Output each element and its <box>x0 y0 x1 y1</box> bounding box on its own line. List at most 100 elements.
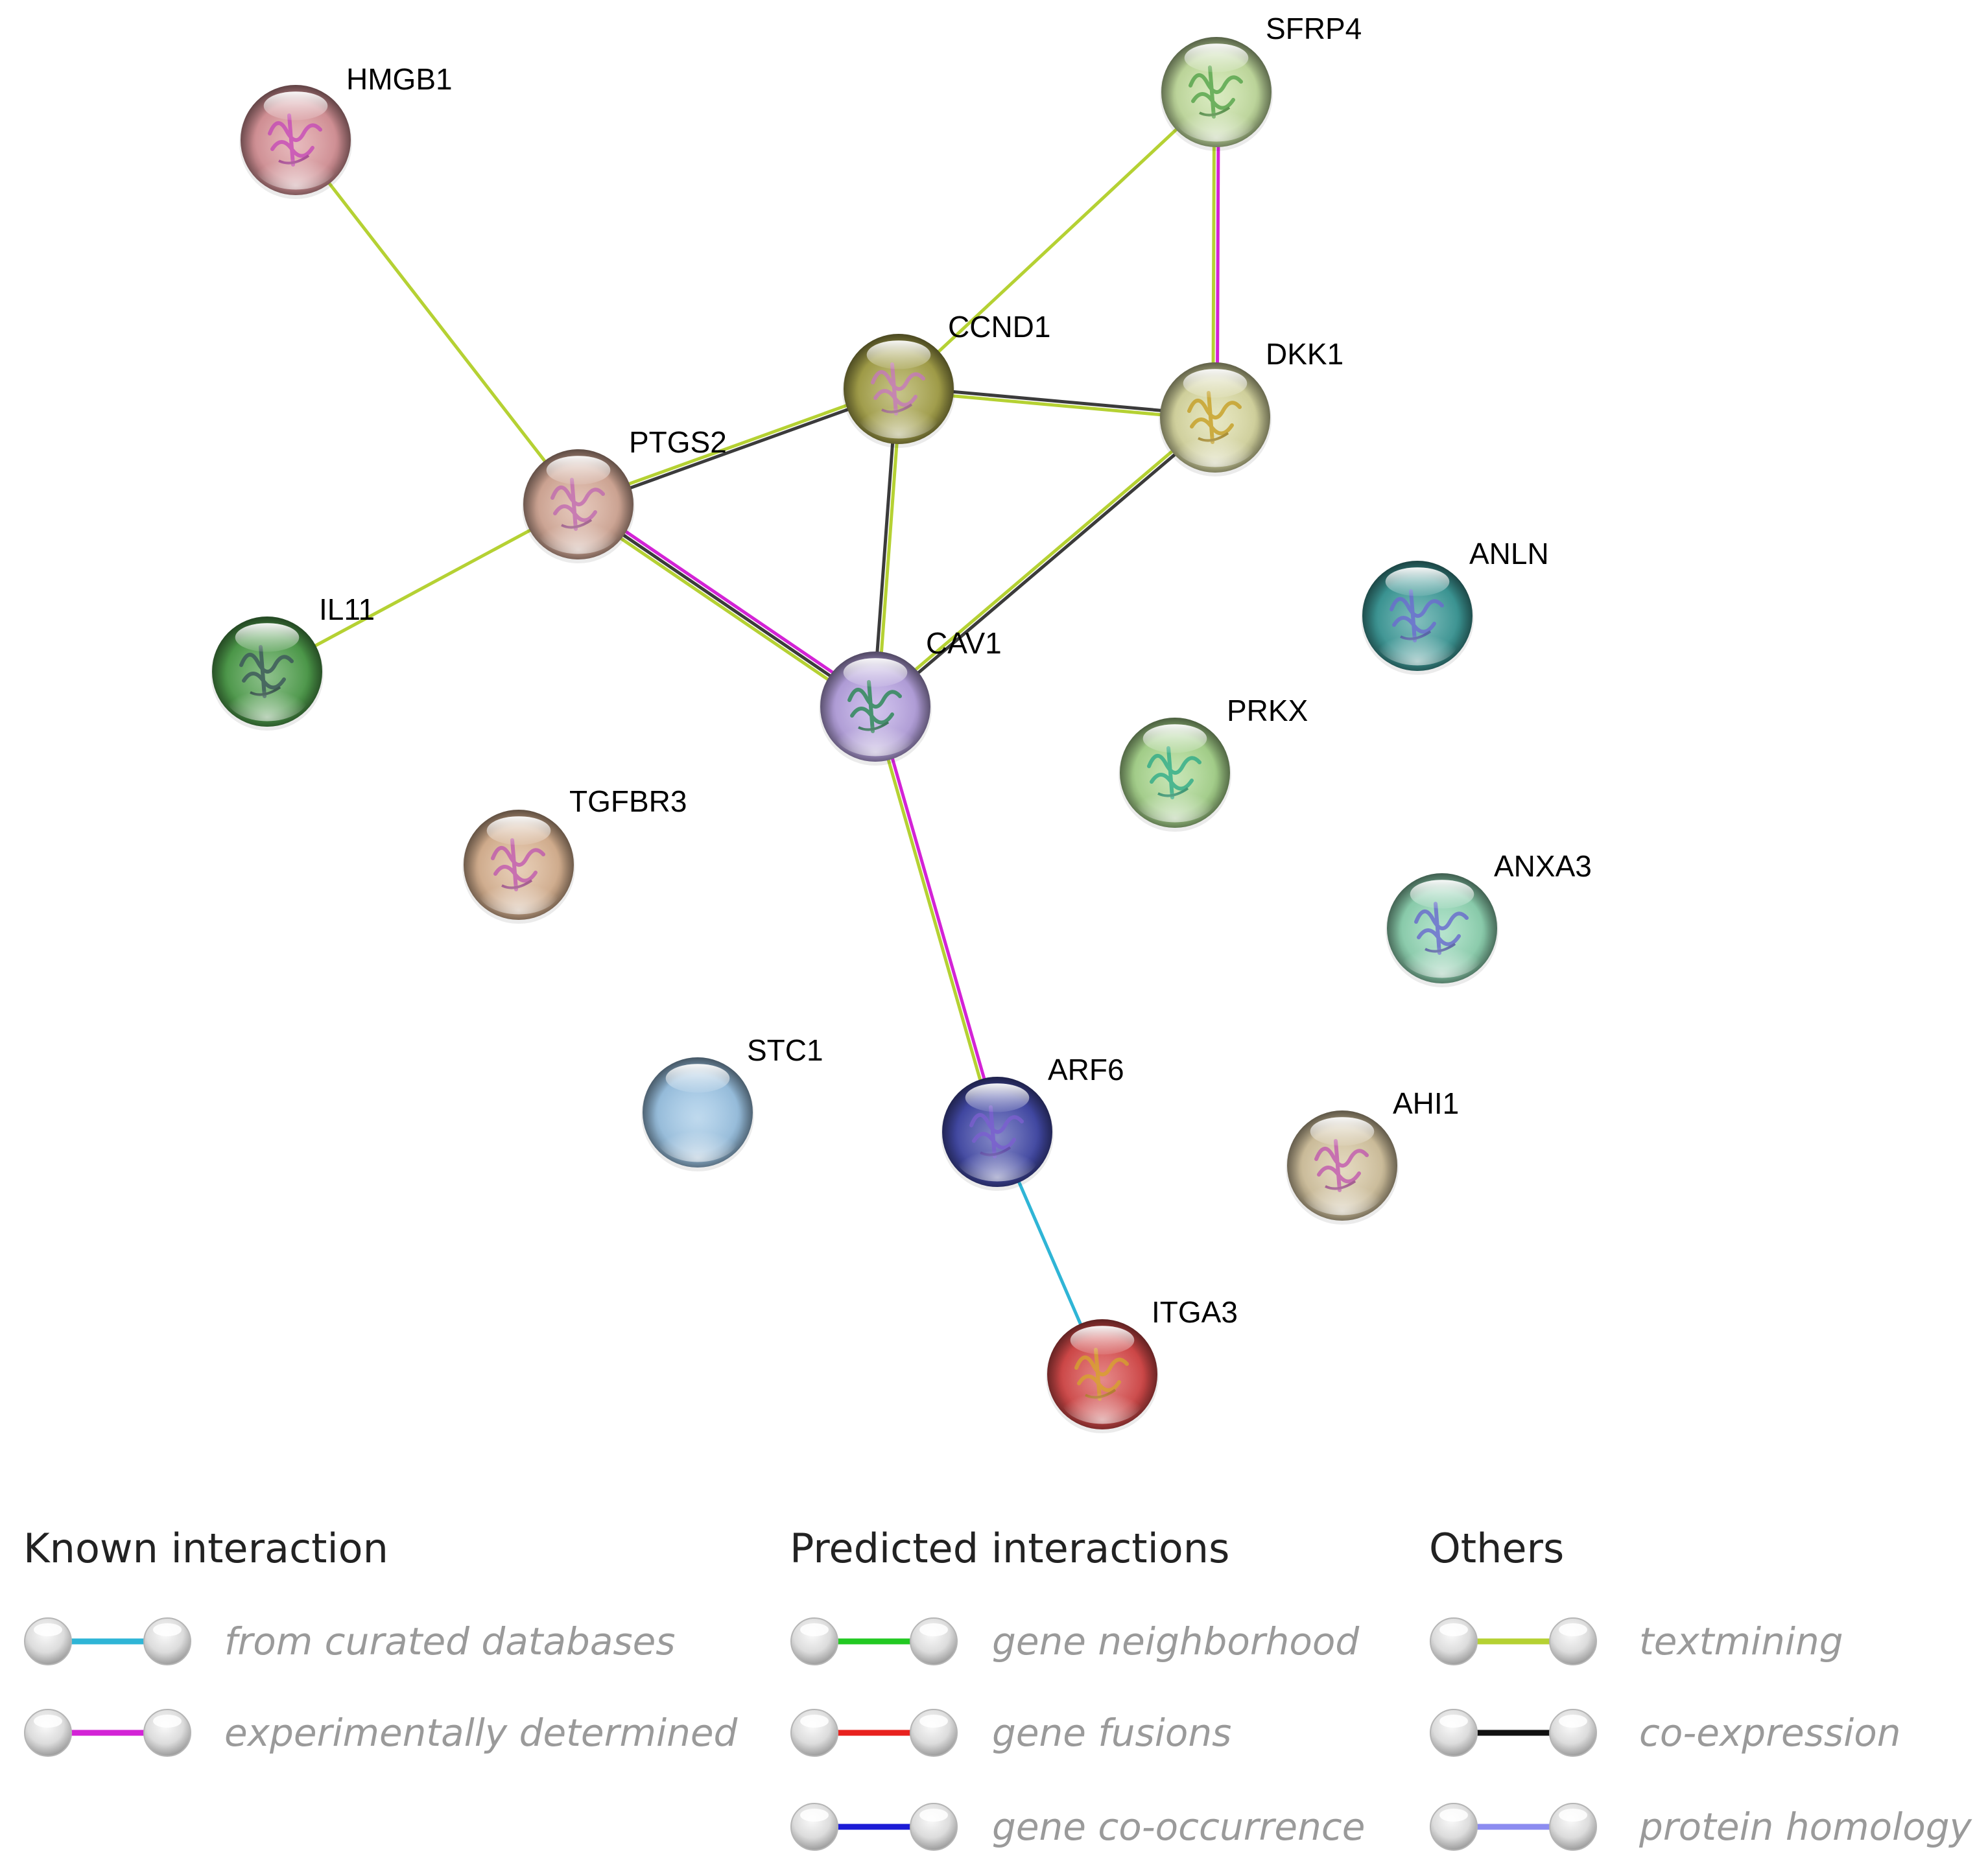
node-glow <box>1175 92 1258 142</box>
edge-strand-coexpression <box>576 502 877 709</box>
node-il11[interactable]: IL11 <box>211 593 375 731</box>
edge-strand-textmining <box>574 506 875 712</box>
node-stc1[interactable]: STC1 <box>641 1033 823 1171</box>
edge-dkk1-cav1[interactable] <box>872 414 1218 710</box>
legend-swatch <box>1430 1617 1597 1665</box>
node-itga3[interactable]: ITGA3 <box>1046 1295 1238 1433</box>
node-label-prkx: PRKX <box>1227 694 1308 727</box>
legend-ball-highlight <box>153 1623 182 1636</box>
node-label-ahi1: AHI1 <box>1393 1086 1459 1120</box>
legend-heading-others: Others <box>1429 1525 1564 1572</box>
edge-strand-textmining <box>265 502 580 674</box>
node-glow <box>1133 773 1216 823</box>
edge-hmgb1-ptgs2[interactable] <box>294 138 580 506</box>
node-dkk1[interactable]: DKK1 <box>1159 337 1343 476</box>
edge-ptgs2-cav1[interactable] <box>574 499 880 712</box>
edge-strand-textmining <box>872 414 1216 707</box>
legend-ball-highlight <box>800 1623 829 1636</box>
edge-strand-textmining <box>871 705 997 1134</box>
edge-strand-textmining <box>576 385 900 504</box>
node-highlight <box>486 816 551 845</box>
node-label-arf6: ARF6 <box>1048 1053 1124 1086</box>
legend-ball-highlight <box>153 1715 182 1728</box>
node-label-hmgb1: HMGB1 <box>346 62 453 96</box>
node-cav1[interactable]: CAV1 <box>819 626 1002 766</box>
legend-swatch <box>1430 1803 1597 1851</box>
edge-ptgs2-ccnd1[interactable] <box>576 385 901 508</box>
legend-label: gene neighborhood <box>992 1619 1360 1663</box>
node-glow <box>537 504 620 554</box>
legend-ball-highlight <box>34 1715 62 1728</box>
edge-ptgs2-il11[interactable] <box>265 502 580 674</box>
legend-ball-highlight <box>800 1809 829 1822</box>
legend-ball-highlight <box>919 1623 948 1636</box>
node-highlight <box>665 1064 730 1093</box>
edge-strand-textmining <box>294 138 580 506</box>
legend-label: co-expression <box>1639 1711 1900 1755</box>
legend-swatch <box>24 1617 191 1665</box>
legend: Known interaction from curated databases… <box>23 1525 1972 1851</box>
node-glow <box>656 1112 739 1162</box>
node-tgfbr3[interactable]: TGFBR3 <box>462 784 687 924</box>
node-glow <box>834 707 917 757</box>
node-highlight <box>263 91 328 121</box>
node-highlight <box>1183 369 1248 398</box>
legend-ball-highlight <box>919 1809 948 1822</box>
node-label-dkk1: DKK1 <box>1266 337 1343 371</box>
node-highlight <box>235 623 300 652</box>
node-arf6[interactable]: ARF6 <box>941 1053 1124 1191</box>
node-glow <box>1061 1374 1144 1424</box>
legend-heading-known: Known interaction <box>23 1525 388 1572</box>
legend-item-protein-homology: protein homology <box>1430 1803 1972 1851</box>
node-label-itga3: ITGA3 <box>1152 1295 1238 1329</box>
edge-cav1-arf6[interactable] <box>871 704 1001 1134</box>
node-label-il11: IL11 <box>319 593 375 626</box>
node-label-ptgs2: PTGS2 <box>629 425 727 459</box>
node-label-cav1: CAV1 <box>926 626 1002 660</box>
node-highlight <box>1184 43 1249 73</box>
legend-group-predicted: Predicted interactions gene neighborhood… <box>790 1525 1365 1851</box>
node-label-tgfbr3: TGFBR3 <box>569 784 687 818</box>
legend-label: gene fusions <box>992 1711 1231 1755</box>
edge-layer <box>265 90 1220 1376</box>
legend-swatch <box>790 1709 958 1757</box>
legend-label: textmining <box>1639 1619 1843 1663</box>
edge-strand-experimental <box>579 499 880 705</box>
legend-swatch <box>790 1803 958 1851</box>
legend-label: from curated databases <box>224 1619 676 1663</box>
legend-item-curated-databases: from curated databases <box>24 1617 676 1665</box>
node-label-anln: ANLN <box>1469 537 1549 570</box>
edge-strand-textmining <box>897 90 1218 391</box>
legend-item-co-expression: co-expression <box>1430 1709 1900 1757</box>
node-hmgb1[interactable]: HMGB1 <box>239 62 453 199</box>
node-highlight <box>1070 1326 1135 1355</box>
legend-ball-highlight <box>1559 1715 1587 1728</box>
node-highlight <box>546 456 611 485</box>
node-label-stc1: STC1 <box>747 1033 823 1067</box>
node-glow <box>226 672 309 722</box>
legend-label: protein homology <box>1639 1805 1972 1849</box>
legend-swatch <box>1430 1709 1597 1757</box>
legend-ball-highlight <box>34 1623 62 1636</box>
node-anxa3[interactable]: ANXA3 <box>1386 849 1592 987</box>
edge-sfrp4-ccnd1[interactable] <box>897 90 1218 391</box>
node-glow <box>1401 928 1484 978</box>
node-glow <box>1376 616 1459 666</box>
node-ahi1[interactable]: AHI1 <box>1286 1086 1459 1225</box>
node-anln[interactable]: ANLN <box>1361 537 1549 675</box>
legend-ball-highlight <box>800 1715 829 1728</box>
legend-ball-highlight <box>1559 1809 1587 1822</box>
legend-heading-predicted: Predicted interactions <box>790 1525 1229 1572</box>
node-prkx[interactable]: PRKX <box>1118 694 1308 832</box>
node-sfrp4[interactable]: SFRP4 <box>1160 12 1362 151</box>
legend-label: experimentally determined <box>224 1711 739 1755</box>
node-highlight <box>866 340 931 370</box>
legend-group-known: Known interaction from curated databases… <box>23 1525 739 1757</box>
node-ccnd1[interactable]: CCND1 <box>842 310 1050 448</box>
node-glow <box>1174 417 1257 467</box>
legend-item-textmining: textmining <box>1430 1617 1843 1665</box>
node-label-ccnd1: CCND1 <box>948 310 1050 344</box>
node-ptgs2[interactable]: PTGS2 <box>522 425 727 563</box>
node-highlight <box>1410 880 1474 909</box>
